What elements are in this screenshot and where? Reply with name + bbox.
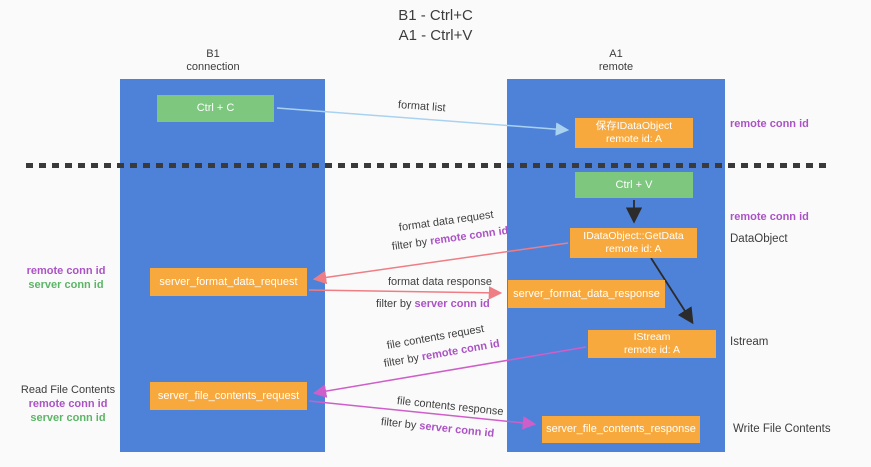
server-file-contents-request-box: server_file_contents_request <box>150 382 307 410</box>
server-format-data-response-box: server_format_data_response <box>508 280 665 308</box>
server-format-data-response-label: server_format_data_response <box>513 287 660 300</box>
lane-header-b1: B1 connection <box>153 48 273 74</box>
title-line-1: B1 - Ctrl+C <box>398 7 473 24</box>
ctrl-v-box: Ctrl + V <box>575 172 693 198</box>
filter-by-text-4: filter by <box>380 416 417 432</box>
file-request-conn-legend: Read File Contents remote conn id server… <box>16 383 120 425</box>
server-conn-id-left-1: server conn id <box>28 279 104 291</box>
save-idataobject-line2: remote id: A <box>605 133 663 145</box>
getdata-line1: IDataObject::GetData <box>583 230 684 242</box>
lane-header-a1: A1 remote <box>556 48 676 74</box>
format-list-label: format list <box>397 99 446 115</box>
lane-b1-title: B1 <box>206 48 220 60</box>
server-conn-id-left-2: server conn id <box>30 412 106 424</box>
getdata-line2: remote id: A <box>605 243 662 255</box>
phase-divider-dashed-line <box>26 163 832 168</box>
filter-by-text-3: filter by <box>382 351 420 370</box>
dataobject-label: DataObject <box>730 233 788 245</box>
file-contents-response-label: file contents response <box>396 395 505 419</box>
filter-by-text-2: filter by <box>376 298 412 310</box>
format-data-response-filter-label: filter by server conn id <box>376 298 490 310</box>
server-conn-id-highlight-2: server conn id <box>418 420 495 440</box>
filter-by-text-1: filter by <box>391 236 428 253</box>
lane-a1-subtitle: remote <box>598 61 634 73</box>
server-file-contents-response-label: server_file_contents_response <box>546 423 696 435</box>
remote-conn-id-left-2: remote conn id <box>28 398 108 410</box>
write-file-contents-label: Write File Contents <box>733 423 831 435</box>
server-file-contents-response-box: server_file_contents_response <box>542 416 700 443</box>
idataobject-getdata-box: IDataObject::GetData remote id: A <box>570 228 697 258</box>
remote-conn-id-left-1: remote conn id <box>26 265 106 277</box>
file-contents-response-filter-label: filter by server conn id <box>380 416 494 440</box>
save-idataobject-line1: 保存IDataObject <box>595 120 673 132</box>
title-line-2: A1 - Ctrl+V <box>398 27 473 44</box>
remote-conn-id-right-1: remote conn id <box>730 118 809 130</box>
read-file-contents-label: Read File Contents <box>20 384 116 396</box>
remote-conn-id-right-2: remote conn id <box>730 211 809 223</box>
istream-side-label: Istream <box>730 336 769 348</box>
format-request-conn-legend: remote conn id server conn id <box>20 264 112 292</box>
format-data-response-label: format data response <box>388 276 492 288</box>
save-idataobject-box: 保存IDataObject remote id: A <box>575 118 693 148</box>
lane-b1-subtitle: connection <box>186 61 240 73</box>
istream-box: IStream remote id: A <box>588 330 716 358</box>
ctrl-c-label: Ctrl + C <box>196 102 235 114</box>
diagram-title: B1 - Ctrl+C A1 - Ctrl+V <box>0 6 871 46</box>
server-format-data-request-label: server_format_data_request <box>159 275 298 288</box>
istream-line1: IStream <box>633 331 671 343</box>
istream-line2: remote id: A <box>623 344 681 356</box>
ctrl-v-label: Ctrl + V <box>615 178 653 191</box>
server-conn-id-highlight-1: server conn id <box>414 298 490 310</box>
server-format-data-request-box: server_format_data_request <box>150 268 307 296</box>
server-file-contents-request-label: server_file_contents_request <box>157 389 300 402</box>
ctrl-c-box: Ctrl + C <box>157 95 274 122</box>
lane-a1-title: A1 <box>609 48 623 60</box>
remote-conn-id-highlight-1: remote conn id <box>429 224 510 248</box>
format-data-response-arrow <box>308 286 503 300</box>
